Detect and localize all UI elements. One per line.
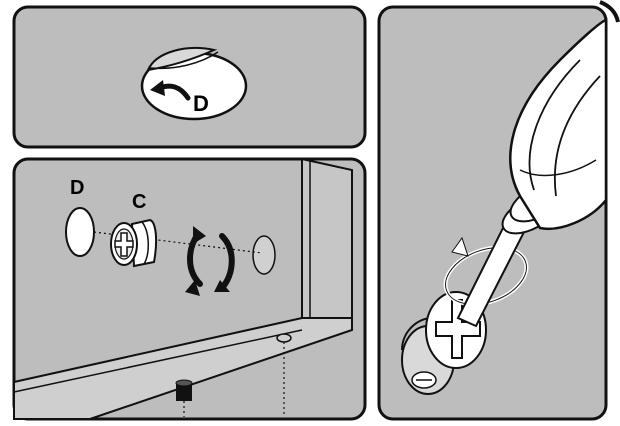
panel-tighten-cam <box>377 5 608 421</box>
dowel-peg <box>175 379 193 417</box>
board-edge-hole <box>276 333 292 343</box>
screwdriver <box>456 18 608 328</box>
cam-lock-in-board <box>401 291 487 395</box>
panel-peel-cap: D <box>12 5 367 149</box>
label-c: C <box>132 191 146 213</box>
cam-lock-c <box>110 218 158 268</box>
cap-sticker-peeling <box>140 47 248 121</box>
panel-insert-cam: D C <box>12 157 367 421</box>
label-d-top: D <box>193 91 209 116</box>
board-edge <box>13 157 353 420</box>
cam-hole <box>252 235 276 275</box>
peel-arrow-icon <box>150 80 191 101</box>
cap-d <box>65 207 95 257</box>
rotate-arrows-icon <box>185 226 235 296</box>
label-d-bottom: D <box>70 177 84 199</box>
rotation-ring-icon <box>443 236 529 307</box>
corner-mark <box>599 0 620 23</box>
